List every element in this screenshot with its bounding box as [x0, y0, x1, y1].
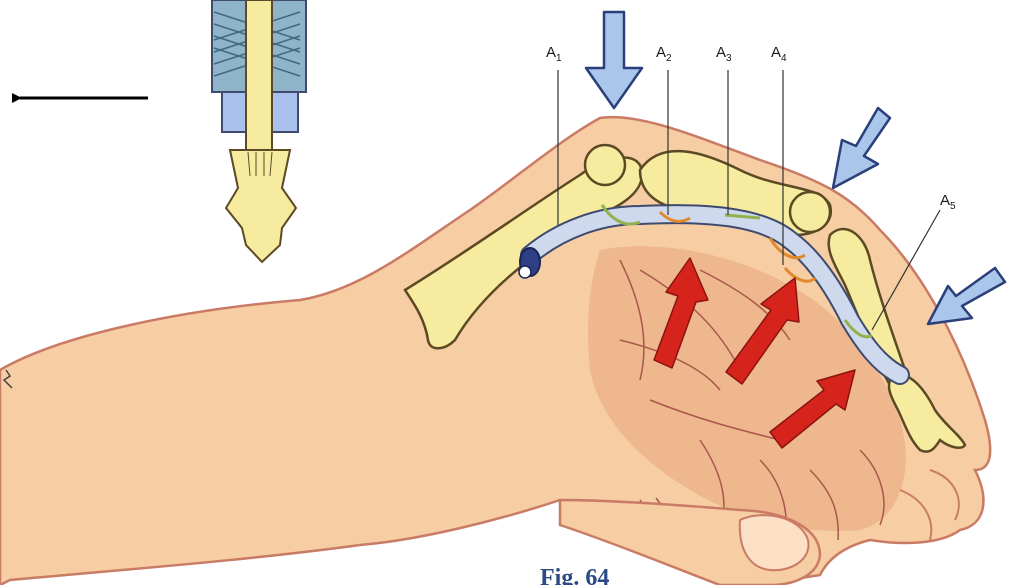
pressure-arrow-2	[833, 108, 890, 188]
pressure-arrow-1	[586, 12, 642, 108]
pulley-label-a2: A2	[656, 44, 672, 64]
pressure-arrow-3	[928, 268, 1005, 324]
pulley-label-a5: A5	[940, 192, 956, 212]
figure-caption: Fig. 64	[540, 565, 609, 585]
tendon-sheath-inset	[212, 0, 306, 262]
pulley-label-a1: A1	[546, 44, 562, 64]
pulley-label-a4: A4	[771, 44, 787, 64]
pulley-label-a3: A3	[716, 44, 732, 64]
